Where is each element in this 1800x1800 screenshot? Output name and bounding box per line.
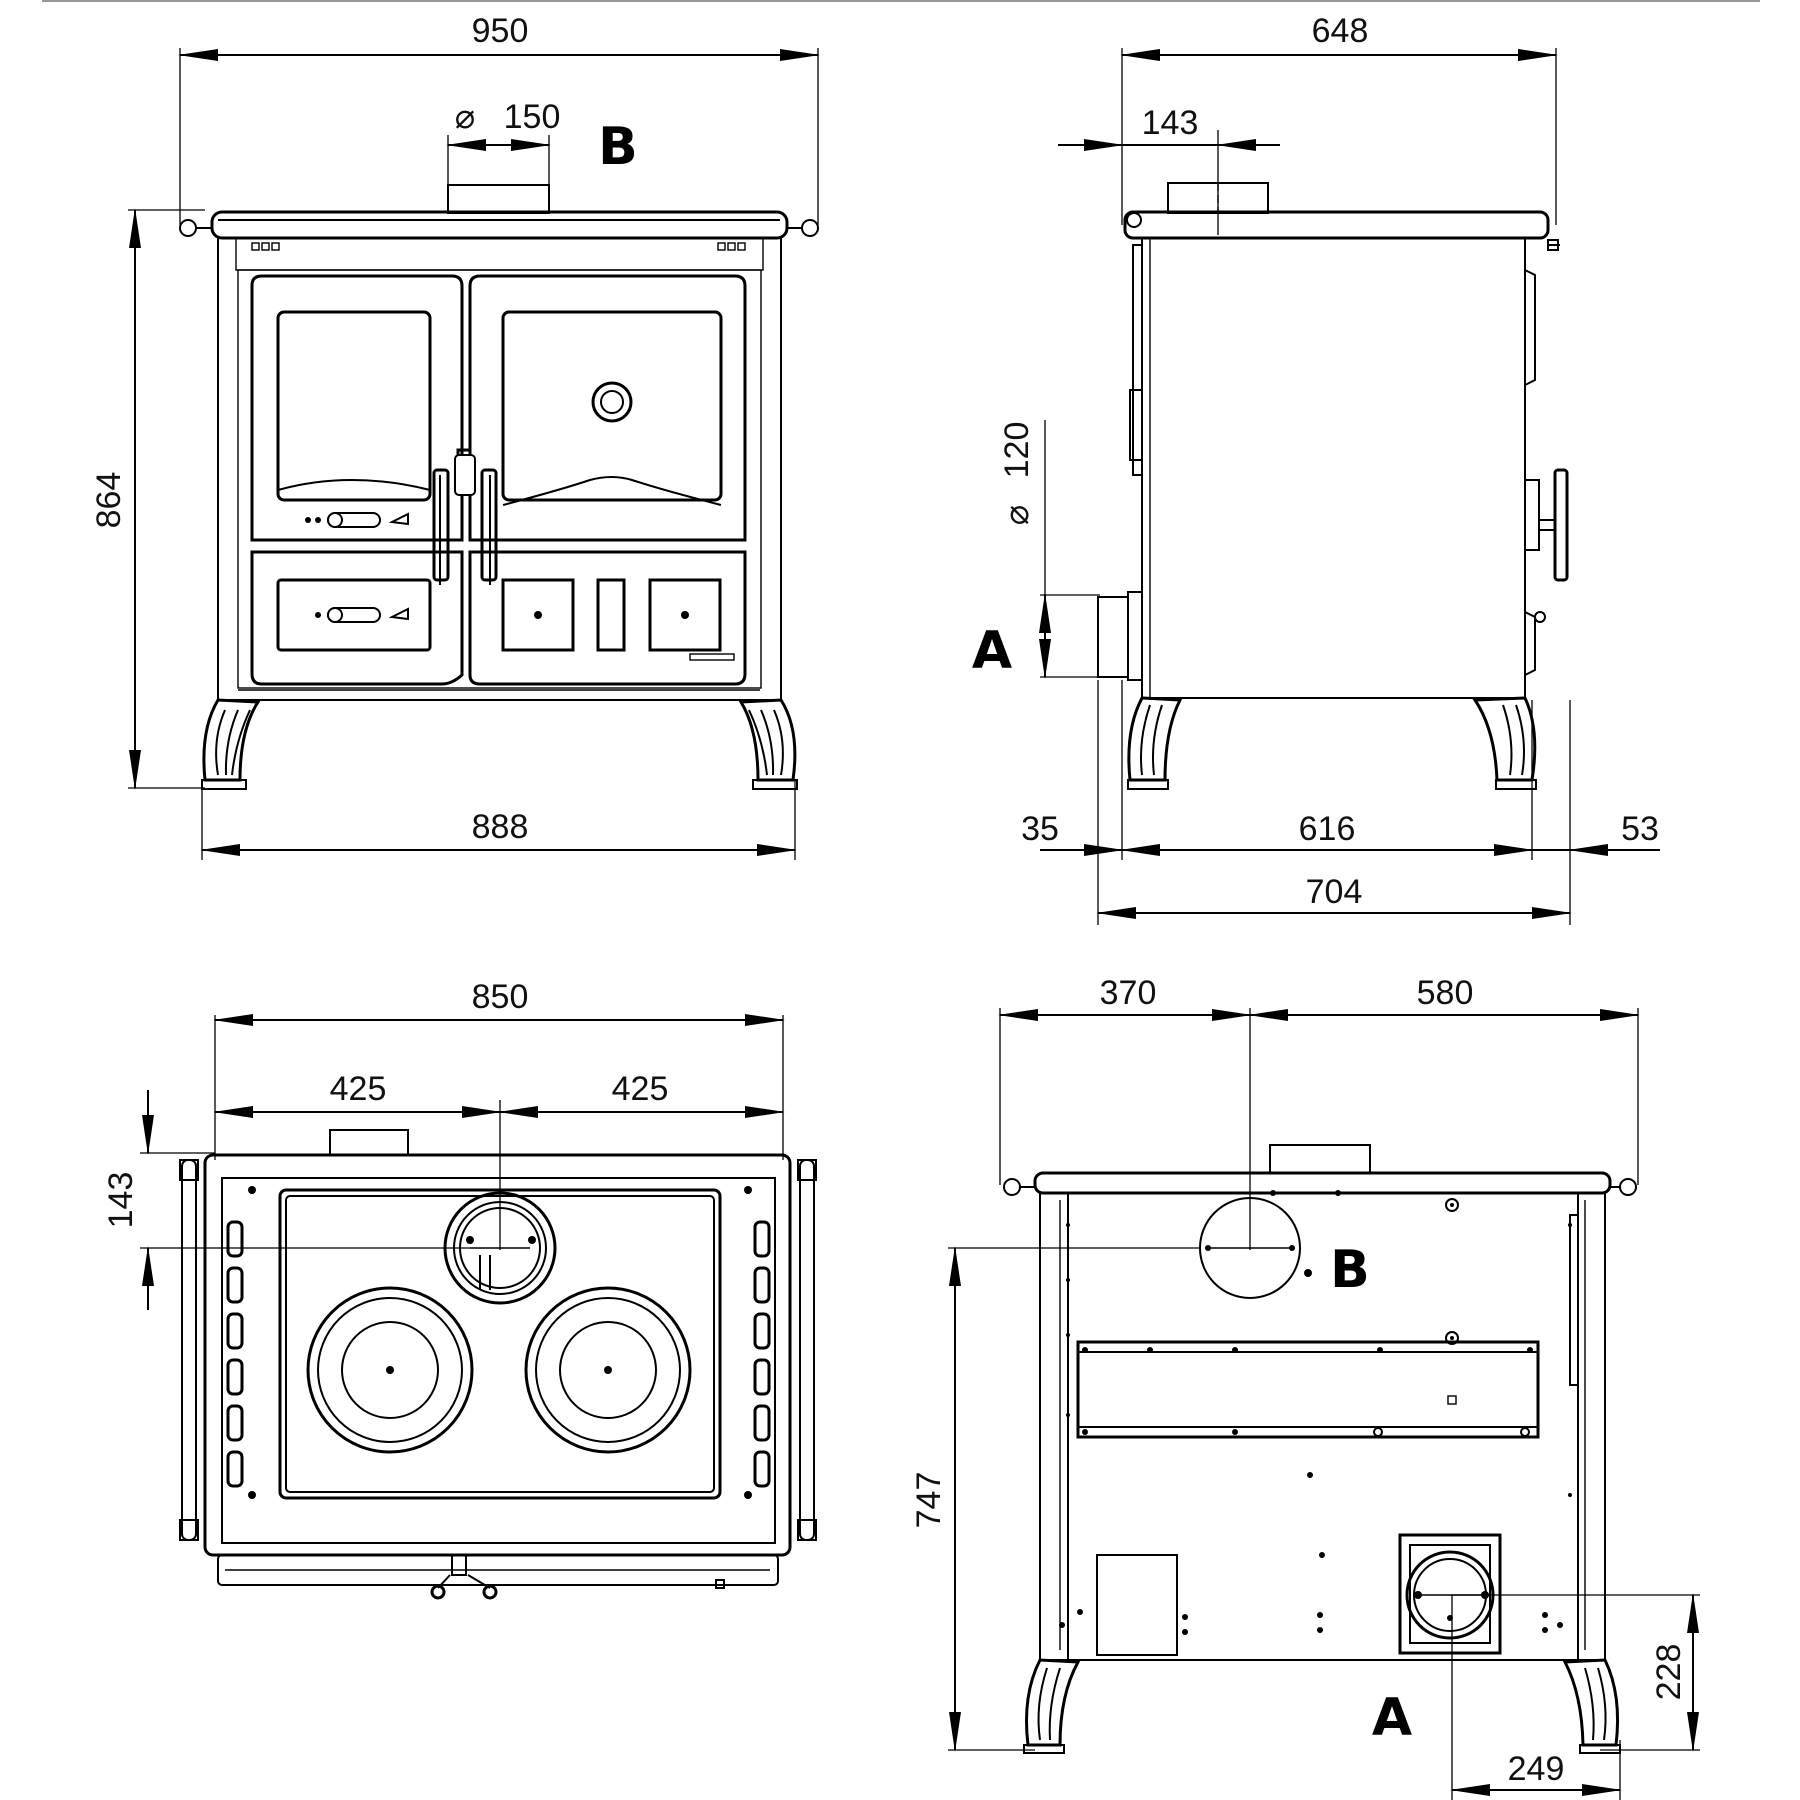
hotplate-right (524, 1286, 692, 1454)
dim-143-side-text: 143 (1142, 104, 1199, 142)
vent-slots-left (226, 1220, 244, 1488)
dim-side-depth-top: 648 (1120, 12, 1558, 225)
stove-top-drawing (179, 1129, 817, 1600)
dim-747-text: 747 (910, 1472, 948, 1529)
rear-flue-label-b: B (1330, 1240, 1370, 1300)
dim-rear-top: 370 580 (998, 974, 1640, 1250)
dim-53-text: 53 (1621, 810, 1659, 848)
dim-front-width-base: 888 (200, 780, 797, 860)
dim-580-text: 580 (1417, 974, 1474, 1012)
front-view: 950 ⌀ 150 B 864 888 (90, 12, 820, 860)
top-view: 850 425 425 143 (102, 978, 817, 1600)
dim-side-flue-offset: 143 (1058, 104, 1280, 235)
dim-704-text: 704 (1306, 873, 1363, 911)
air-inlet-label-a: A (972, 621, 1012, 681)
dim-249-text: 249 (1508, 1750, 1565, 1788)
dim-120-text: 120 (998, 422, 1036, 479)
dim-rear-flue-height: 747 (910, 1246, 1200, 1752)
dim-front-width-top: 950 (178, 12, 820, 225)
stove-side-drawing (1097, 182, 1569, 790)
dim-864-text: 864 (90, 472, 128, 529)
diameter-symbol-side: ⌀ (998, 505, 1036, 525)
stove-rear-drawing: B (1003, 1144, 1637, 1754)
dim-top-width: 850 425 425 (213, 978, 785, 1250)
dim-side-bottom: 35 616 53 704 (1021, 680, 1660, 925)
dim-616-text: 616 (1299, 810, 1356, 848)
dim-front-flue: ⌀ 150 B (446, 98, 638, 210)
dim-side-air-inlet: 120 ⌀ A (972, 420, 1100, 681)
flue-label-b: B (598, 117, 638, 177)
dim-425-left-text: 425 (330, 1070, 387, 1108)
dim-950-text: 950 (472, 12, 529, 50)
diameter-symbol: ⌀ (455, 98, 475, 136)
side-view: 648 143 120 ⌀ A (972, 12, 1660, 925)
vent-slots-right (753, 1220, 771, 1488)
stove-front-drawing (179, 184, 819, 790)
dim-850-text: 850 (472, 978, 529, 1016)
dim-425-right-text: 425 (612, 1070, 669, 1108)
dim-front-height: 864 (90, 208, 205, 790)
dim-888-text: 888 (472, 808, 529, 846)
dim-143-top-text: 143 (102, 1172, 140, 1229)
rear-view: 370 580 747 228 249 (910, 974, 1700, 1800)
dim-370-text: 370 (1100, 974, 1157, 1012)
dim-228-text: 228 (1650, 1644, 1688, 1701)
dim-rear-inlet: 228 249 (1450, 1593, 1700, 1800)
dim-35-text: 35 (1021, 810, 1059, 848)
rear-inlet-label-a: A (1372, 1688, 1412, 1748)
dim-150-text: 150 (504, 98, 561, 136)
dim-648-text: 648 (1312, 12, 1369, 50)
hotplate-left (306, 1286, 474, 1454)
